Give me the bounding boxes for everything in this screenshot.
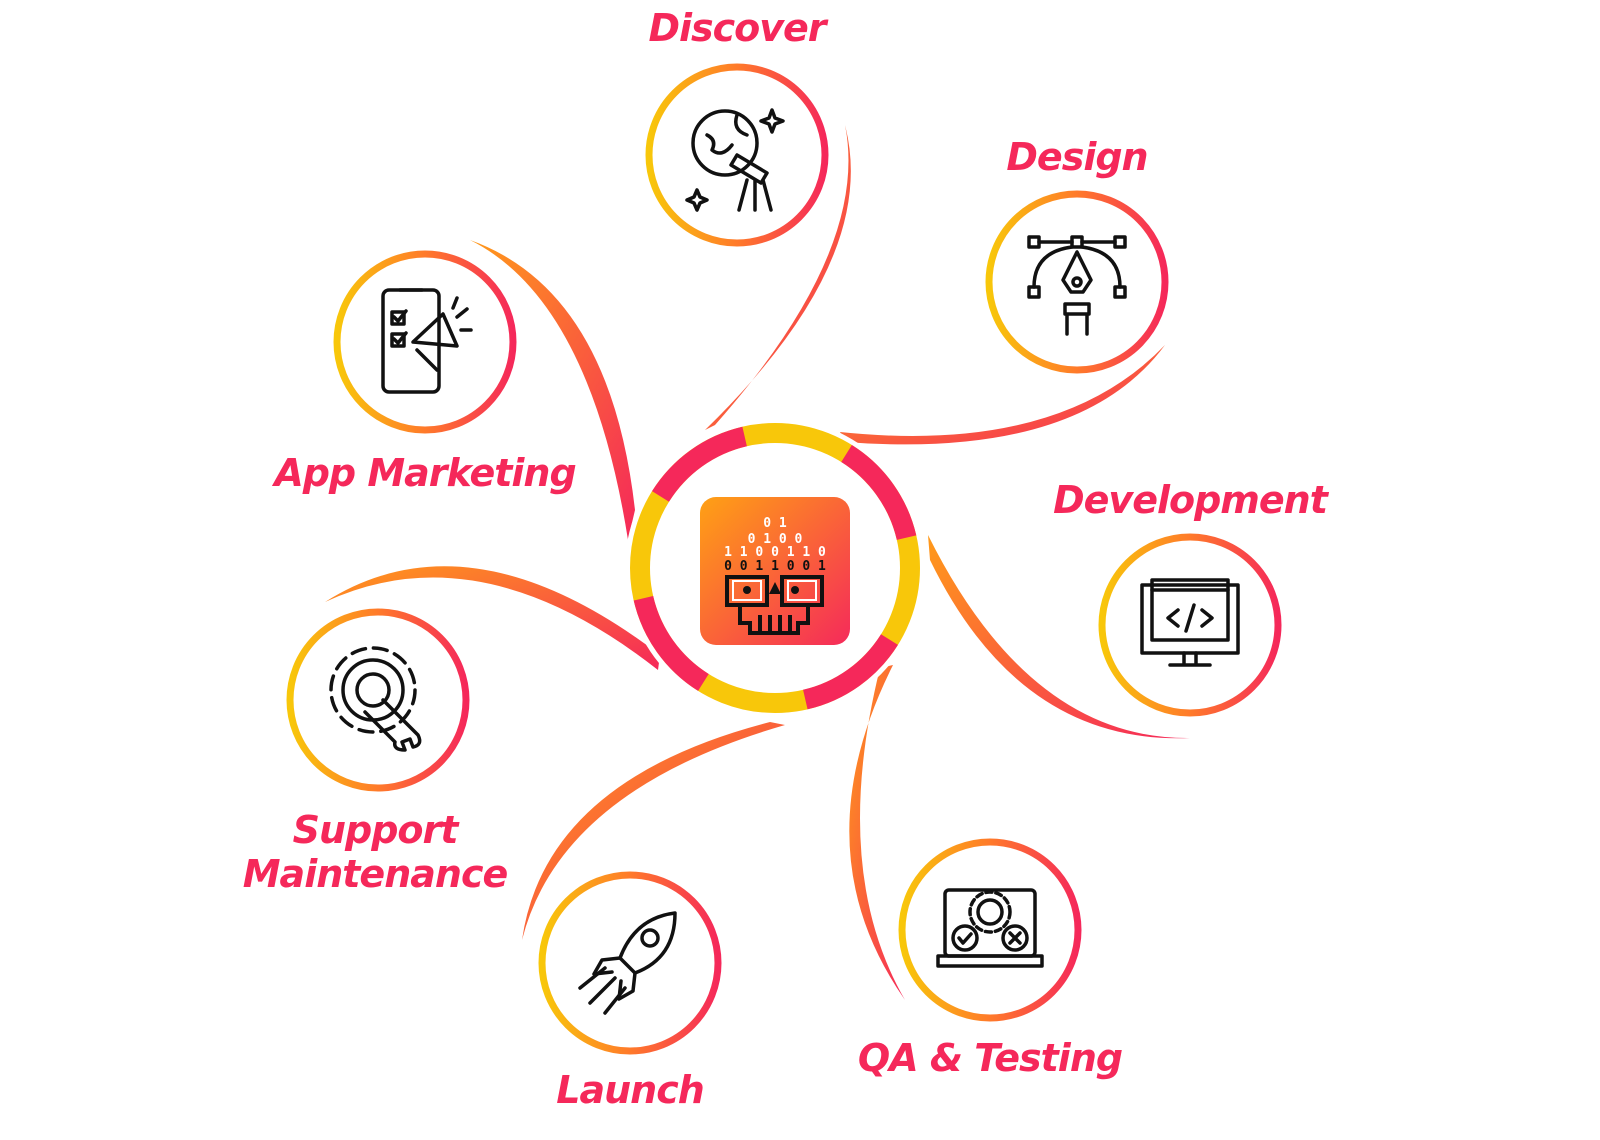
binary-row-2: 0 1 0 0 (748, 532, 803, 547)
connector-swooshes (325, 125, 1190, 1000)
step-label-launch: Launch (556, 1068, 705, 1112)
swoosh-development (928, 535, 1190, 739)
step-label-support: Support Maintenance (242, 808, 509, 896)
globe-telescope-icon (685, 108, 785, 212)
step-label-development: Development (1053, 478, 1328, 522)
gear-wrench-icon (329, 646, 422, 752)
step-label-support-line2: Maintenance (242, 852, 509, 896)
step-label-marketing: App Marketing (274, 451, 576, 495)
step-label-discover: Discover (648, 6, 826, 50)
binary-row-4: 0 0 1 1 0 0 1 (724, 559, 826, 574)
phone-megaphone-icon (381, 288, 473, 394)
swoosh-design (840, 345, 1165, 445)
swoosh-discover (705, 125, 851, 430)
binary-row-3: 1 1 0 0 1 1 0 (724, 545, 826, 560)
center-hub: 0 1 0 1 0 0 1 1 0 0 1 1 0 0 0 1 1 0 0 1 (625, 418, 925, 718)
rocket-icon (578, 911, 677, 1015)
swoosh-launch (522, 722, 785, 940)
center-tile (700, 497, 850, 645)
step-label-design: Design (1006, 135, 1148, 179)
swoosh-qa (849, 665, 905, 1000)
swoosh-support (325, 566, 660, 670)
monitor-code-icon (1140, 578, 1240, 667)
step-node-launch (527, 860, 733, 1066)
binary-row-1: 0 1 (763, 516, 787, 531)
step-node-design (974, 179, 1180, 385)
step-node-development (1087, 522, 1293, 728)
step-node-support (275, 597, 481, 803)
skull-glasses-icon (725, 575, 824, 635)
step-node-qa (887, 827, 1093, 1033)
pen-tool-bezier-icon (1027, 235, 1127, 336)
step-label-qa: QA & Testing (857, 1036, 1123, 1080)
laptop-gear-check-icon (936, 888, 1044, 968)
swoosh-marketing (470, 240, 635, 540)
step-label-support-line1: Support (292, 808, 459, 852)
step-node-discover (634, 52, 840, 258)
step-node-marketing (322, 239, 528, 445)
